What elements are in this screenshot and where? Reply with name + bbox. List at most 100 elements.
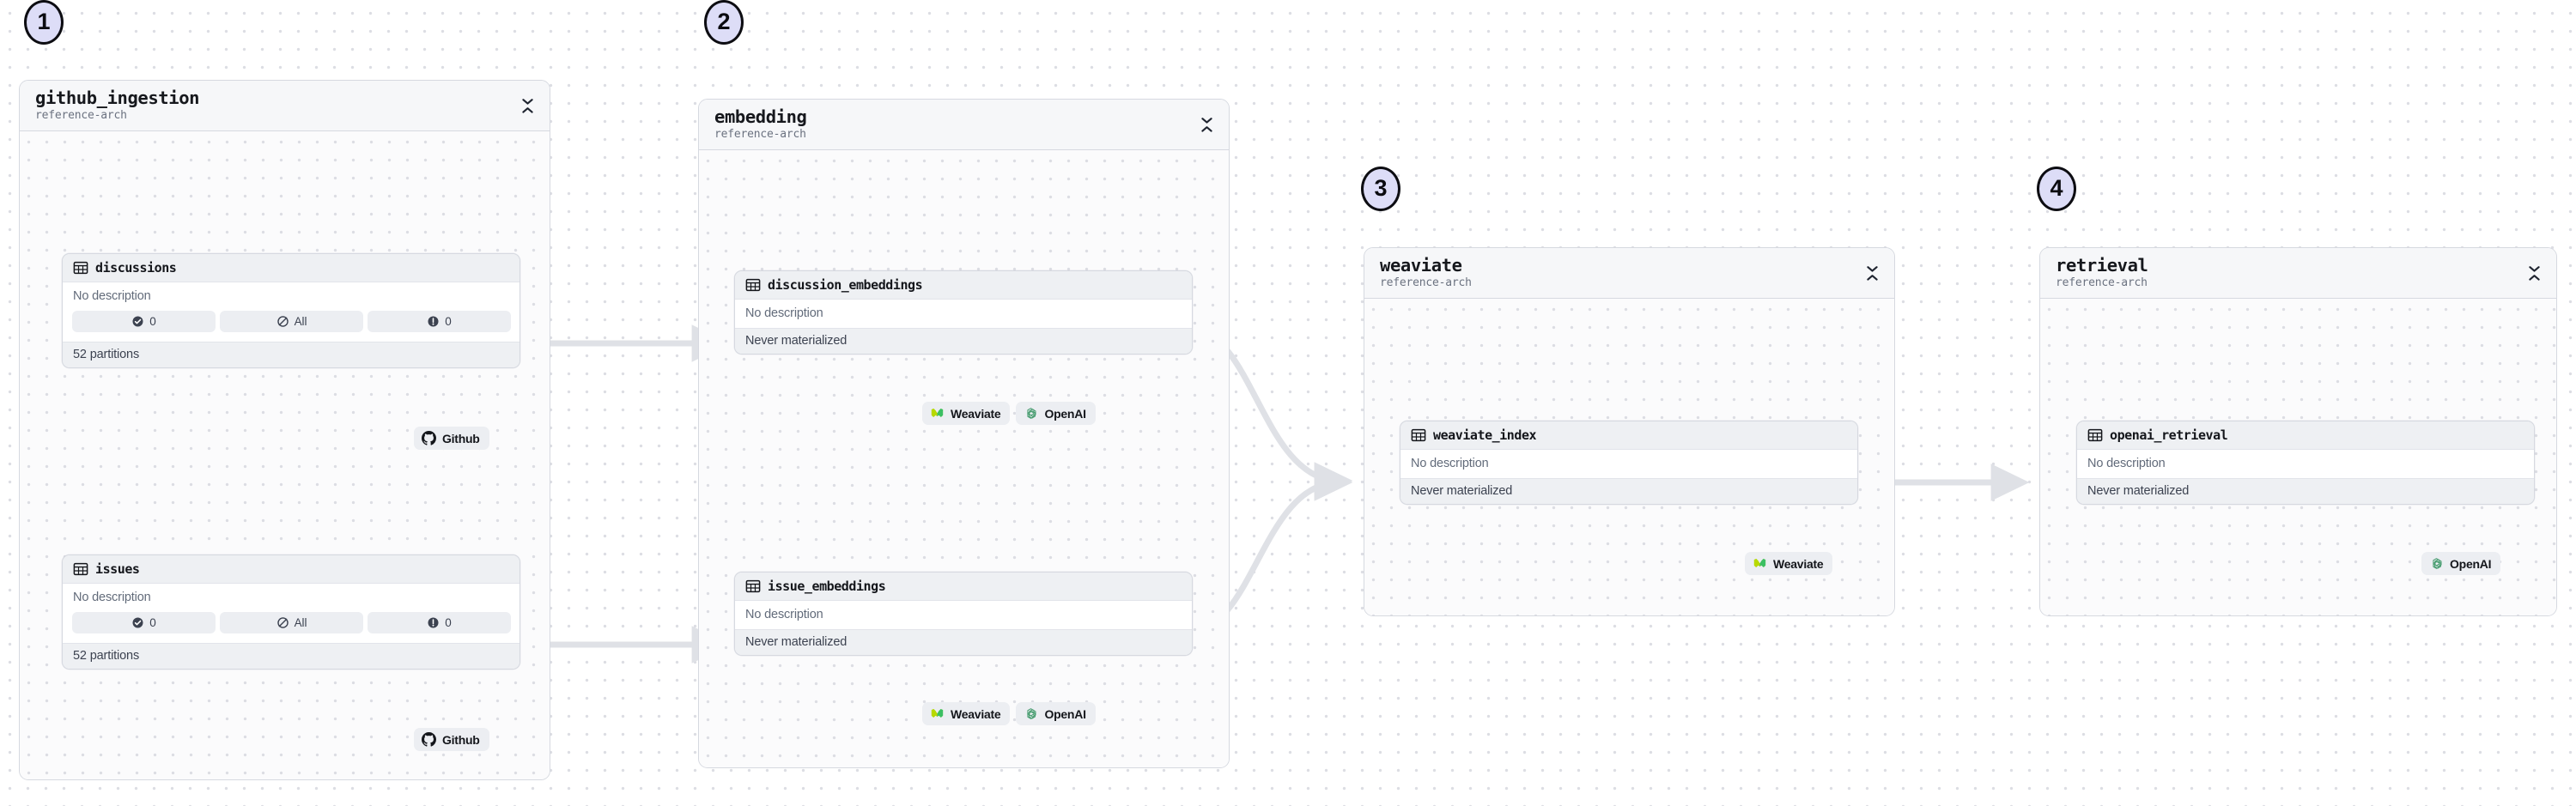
status-chip-label: 0	[149, 616, 156, 629]
status-chip-materialized[interactable]: 0	[72, 311, 216, 332]
asset-description: No description	[745, 608, 823, 621]
group-subtitle: reference-arch	[714, 127, 806, 141]
github-icon	[422, 732, 436, 747]
asset-name-row[interactable]: weaviate_index	[1400, 421, 1857, 450]
tag-row-issue-embeddings: Weaviate OpenAI	[922, 702, 1096, 725]
asset-description: No description	[745, 306, 823, 320]
tag-chip-openai[interactable]: OpenAI	[2421, 552, 2501, 575]
asset-node-openai-retrieval[interactable]: openai_retrieval No description Never ma…	[2076, 421, 2535, 505]
asset-description-row: No description	[2077, 450, 2534, 478]
asset-node-issue-embeddings[interactable]: issue_embeddings No description Never ma…	[734, 572, 1193, 656]
asset-materialization-row: Never materialized	[1400, 478, 1857, 504]
step-badge-3: 3	[1361, 167, 1400, 211]
tag-chip-weaviate[interactable]: Weaviate	[922, 702, 1011, 725]
group-github-ingestion[interactable]: github_ingestion reference-arch	[19, 80, 550, 780]
openai-icon	[2433, 558, 2442, 569]
asset-name-row[interactable]: discussions	[63, 254, 519, 282]
tag-chip-openai[interactable]: OpenAI	[1016, 402, 1096, 425]
tag-row-openai-retrieval: OpenAI	[2421, 552, 2501, 575]
table-icon	[745, 579, 761, 593]
tag-chip-openai[interactable]: OpenAI	[1016, 702, 1096, 725]
asset-name-row[interactable]: discussion_embeddings	[735, 271, 1192, 300]
tag-chip-label: Github	[442, 431, 480, 445]
asset-node-weaviate-index[interactable]: weaviate_index No description Never mate…	[1400, 421, 1858, 505]
weaviate-icon	[931, 409, 944, 417]
group-subtitle: reference-arch	[1380, 276, 1472, 289]
asset-status-row: 0 All 0	[63, 309, 519, 342]
tag-chip-label: Weaviate	[951, 406, 1001, 421]
weaviate-icon	[931, 709, 944, 718]
status-chip-missing[interactable]: All	[220, 612, 363, 633]
group-header-github-ingestion[interactable]: github_ingestion reference-arch	[20, 81, 550, 131]
status-chip-label: 0	[149, 315, 156, 328]
tag-chip-weaviate[interactable]: Weaviate	[922, 402, 1011, 425]
tag-chip-github[interactable]: Github	[414, 728, 489, 751]
tag-chip-label: Github	[442, 732, 480, 747]
alert-circle-icon	[428, 617, 439, 628]
table-icon	[745, 278, 761, 292]
weaviate-icon	[1753, 559, 1766, 567]
tag-row-discussions: Github	[414, 427, 489, 450]
status-chip-label: 0	[445, 616, 452, 629]
asset-name-row[interactable]: issue_embeddings	[735, 573, 1192, 601]
group-title: retrieval	[2056, 254, 2148, 276]
tag-row-issues: Github	[414, 728, 489, 751]
asset-name: discussions	[95, 260, 177, 276]
asset-description-row: No description	[63, 282, 519, 309]
group-header-text: github_ingestion reference-arch	[35, 88, 199, 123]
no-entry-icon	[276, 316, 289, 327]
group-header-embedding[interactable]: embedding reference-arch	[699, 100, 1229, 150]
status-chip-missing[interactable]: All	[220, 311, 363, 332]
collapse-vertical-icon[interactable]	[1865, 263, 1880, 283]
tag-chip-label: OpenAI	[1044, 406, 1086, 421]
asset-description-row: No description	[735, 300, 1192, 328]
table-icon	[2087, 428, 2103, 442]
group-body-embedding	[699, 150, 1229, 767]
status-chip-failed[interactable]: 0	[368, 311, 511, 332]
collapse-vertical-icon[interactable]	[520, 95, 535, 116]
status-chip-materialized[interactable]: 0	[72, 612, 216, 633]
table-icon	[1411, 428, 1426, 442]
asset-node-discussions[interactable]: discussions No description 0 All	[62, 253, 520, 368]
asset-name-row[interactable]: openai_retrieval	[2077, 421, 2534, 450]
no-entry-icon	[276, 617, 289, 628]
step-badge-4: 4	[2037, 167, 2076, 211]
asset-partitions-row: 52 partitions	[63, 643, 519, 669]
status-chip-label: All	[294, 315, 307, 328]
group-title: weaviate	[1380, 254, 1462, 276]
asset-name: issues	[95, 561, 140, 577]
asset-name: weaviate_index	[1433, 427, 1537, 443]
asset-node-discussion-embeddings[interactable]: discussion_embeddings No description Nev…	[734, 270, 1193, 355]
asset-materialization-row: Never materialized	[2077, 478, 2534, 504]
group-title: github_ingestion	[35, 87, 200, 108]
asset-name-row[interactable]: issues	[63, 555, 519, 584]
group-header-text: embedding reference-arch	[714, 106, 807, 142]
status-chip-label: 0	[445, 315, 452, 328]
tag-chip-weaviate[interactable]: Weaviate	[1745, 552, 1833, 575]
asset-description: No description	[1411, 457, 1489, 470]
openai-icon	[1027, 708, 1036, 719]
collapse-vertical-icon[interactable]	[2527, 263, 2542, 283]
asset-materialization-row: Never materialized	[735, 629, 1192, 655]
tag-chip-label: Weaviate	[951, 706, 1001, 721]
asset-node-issues[interactable]: issues No description 0 All	[62, 555, 520, 670]
group-header-retrieval[interactable]: retrieval reference-arch	[2040, 248, 2556, 299]
group-header-text: retrieval reference-arch	[2056, 254, 2148, 290]
table-icon	[73, 562, 88, 576]
group-header-weaviate[interactable]: weaviate reference-arch	[1364, 248, 1894, 299]
tag-chip-github[interactable]: Github	[414, 427, 489, 450]
asset-description-row: No description	[63, 584, 519, 610]
tag-chip-label: OpenAI	[1044, 706, 1086, 721]
status-chip-label: All	[294, 616, 307, 629]
collapse-vertical-icon[interactable]	[1200, 114, 1214, 135]
asset-description: No description	[2087, 457, 2166, 470]
group-subtitle: reference-arch	[2056, 276, 2148, 289]
openai-icon	[1027, 408, 1036, 419]
asset-partitions-row: 52 partitions	[63, 342, 519, 367]
group-embedding[interactable]: embedding reference-arch	[698, 99, 1230, 768]
asset-description-row: No description	[1400, 450, 1857, 478]
github-icon	[422, 431, 436, 445]
asset-materialization-row: Never materialized	[735, 328, 1192, 354]
status-chip-failed[interactable]: 0	[368, 612, 511, 633]
